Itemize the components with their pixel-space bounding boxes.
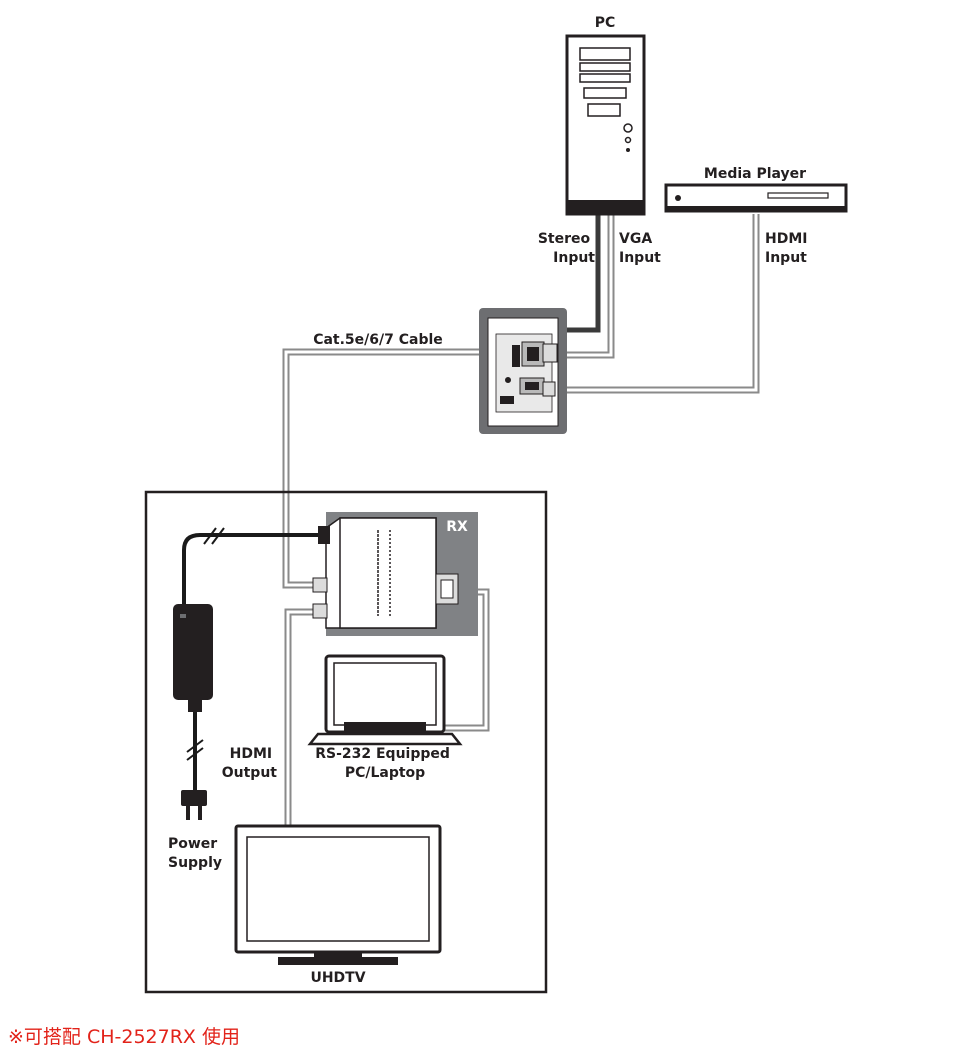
- vga-input-label: VGA Input: [619, 231, 661, 266]
- rs232-label: RS-232 Equipped PC/Laptop: [315, 746, 455, 781]
- power-supply-label: Power Supply: [168, 836, 222, 871]
- uhdtv-label: UHDTV: [310, 970, 365, 986]
- media-player: [664, 183, 848, 213]
- receiver-site-frame: [144, 490, 548, 994]
- hdmi-output-label-line1: HDMI: [230, 746, 272, 762]
- power-cord-break-lower: [186, 739, 204, 761]
- footnote: ※可搭配 CH-2527RX 使用: [8, 1026, 240, 1048]
- stereo-input-label-line2: Input: [553, 250, 595, 266]
- uhdtv: [234, 824, 442, 965]
- cat-cable-label: Cat.5e/6/7 Cable: [313, 332, 443, 348]
- hdmi-output-label-line2: Output: [222, 765, 278, 781]
- hdmi-input-label-line1: HDMI: [765, 231, 807, 247]
- power-plug: [181, 790, 207, 820]
- hdmi-input-cable: [545, 214, 760, 394]
- media-player-label: Media Player: [704, 166, 806, 182]
- hdmi-output-label: HDMI Output: [222, 746, 278, 781]
- laptop: [307, 654, 463, 746]
- stereo-input-label: Stereo Input: [538, 231, 595, 266]
- rs232-label-line2: PC/Laptop: [345, 765, 425, 781]
- rx-receiver-unit: [312, 512, 478, 636]
- hdmi-output-cable: [284, 608, 320, 828]
- power-cable: [182, 533, 318, 604]
- vga-input-label-line1: VGA: [619, 231, 652, 247]
- rx-label: RX: [446, 519, 468, 535]
- power-supply-label-line1: Power: [168, 836, 217, 852]
- hdmi-input-label-line2: Input: [765, 250, 807, 266]
- stereo-input-label-line1: Stereo: [538, 231, 591, 247]
- rs232-label-line1: RS-232 Equipped: [315, 746, 450, 762]
- connection-diagram: PC Media Player Stereo Input VGA Input H…: [144, 15, 848, 994]
- wall-plate-transmitter: [479, 308, 567, 434]
- pc-label: PC: [595, 15, 616, 31]
- cat-cable: [282, 348, 500, 589]
- power-cord-break: [203, 527, 225, 545]
- pc-tower: [565, 34, 646, 216]
- vga-input-label-line2: Input: [619, 250, 661, 266]
- power-supply-label-line2: Supply: [168, 855, 222, 871]
- hdmi-input-label: HDMI Input: [765, 231, 812, 266]
- power-adapter: [173, 604, 213, 712]
